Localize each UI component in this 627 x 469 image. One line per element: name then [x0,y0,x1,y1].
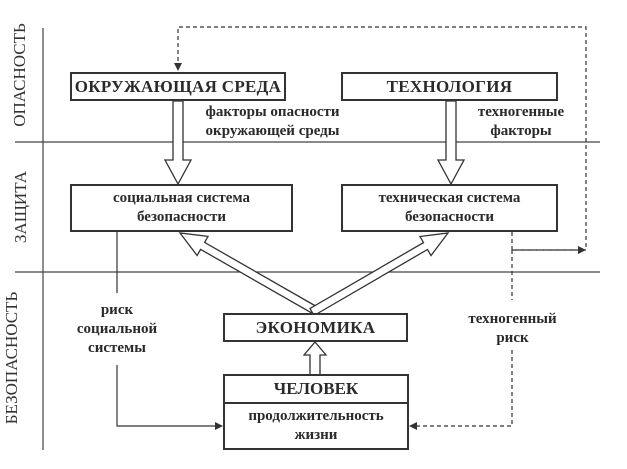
hollow-arrow-economy-to-social [178,232,321,317]
environment-box: ОКРУЖАЮЩАЯ СРЕДА [70,72,286,101]
zone-label-protection: ЗАЩИТА [11,170,30,244]
environment-label: ОКРУЖАЮЩАЯ СРЕДА [74,76,282,96]
hollow-arrow-human-to-economy [302,340,328,374]
dashed-technical-to-loop [511,232,586,254]
technology-box: ТЕХНОЛОГИЯ [341,72,558,101]
social-risk-label: риск социальной системы [76,302,158,356]
hollow-arrow-technology-to-technical [436,100,466,186]
life-expectancy-label: продолжительность жизни [248,408,384,443]
zone-label-danger: ОПАСНОСТЬ [10,23,29,127]
dashed-feedback-loop [174,26,587,251]
technogenic-risk-label: техногенный риск [468,311,557,346]
technical-system-label: техническая система безопасности [378,190,521,225]
technogenic-factors-label: техногенные факторы [477,104,565,139]
hollow-arrow-environment-to-social [163,100,193,186]
technology-label: ТЕХНОЛОГИЯ [386,76,513,96]
dashed-technogenic-risk-arrow [409,350,513,430]
social-system-label: социальная система безопасности [112,190,251,225]
social-risk-arrow [116,365,223,430]
environmental-factors-label: факторы опасности окружающей среды [205,104,340,139]
economy-box: ЭКОНОМИКА [223,313,408,342]
technical-system-box: техническая система безопасности [341,184,558,232]
social-system-box: социальная система безопасности [70,184,293,232]
human-label: ЧЕЛОВЕК [225,376,407,404]
human-box: ЧЕЛОВЕК продолжительность жизни [223,374,409,450]
economy-label: ЭКОНОМИКА [255,317,376,337]
zone-label-safety: БЕЗОПАСНОСТЬ [2,291,21,425]
hollow-arrow-economy-to-technical [309,232,450,317]
